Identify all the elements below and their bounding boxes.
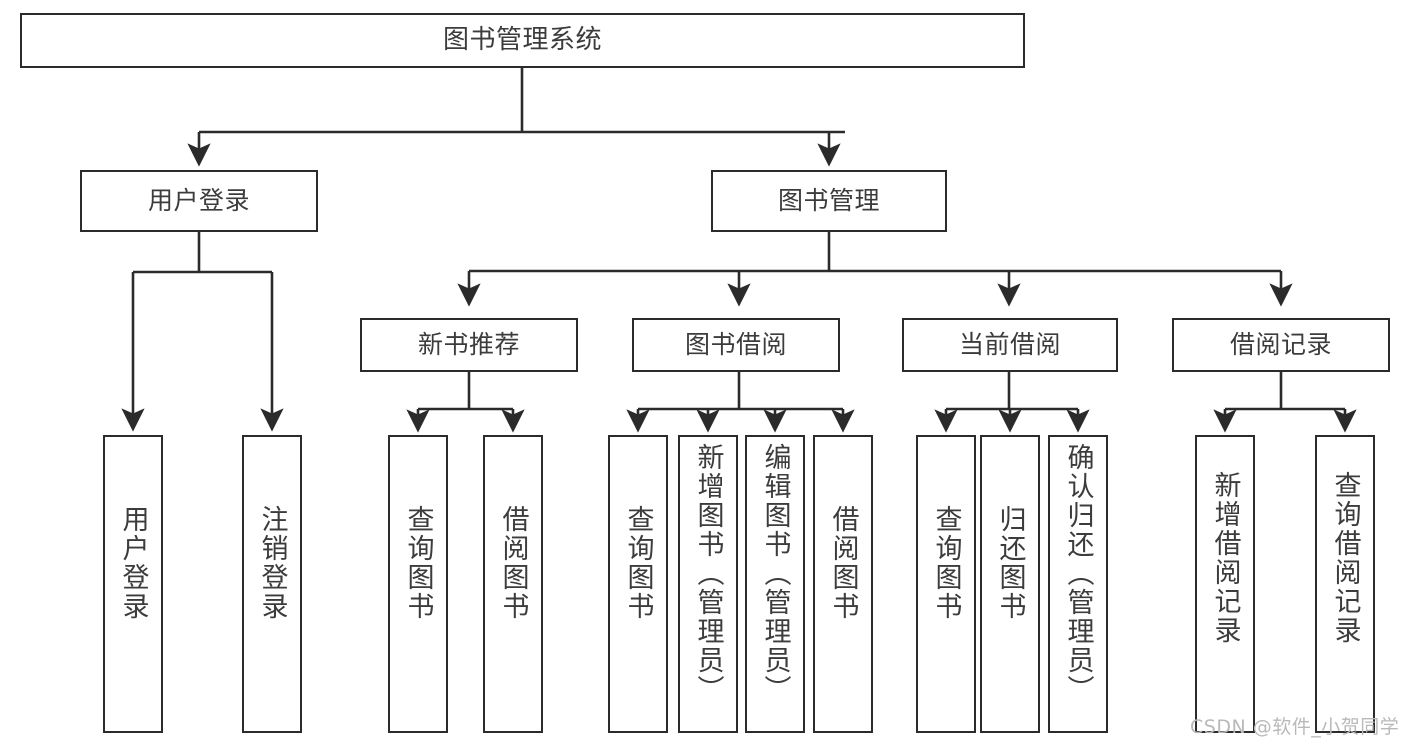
node-label: 用户登录: [117, 505, 149, 621]
node-book-management[interactable]: 图书管理: [711, 170, 947, 232]
leaf-query-book-current[interactable]: 查询图书: [916, 435, 976, 733]
node-label: 借阅图书: [497, 505, 529, 621]
node-label: 当前借阅: [958, 330, 1061, 359]
leaf-return-book[interactable]: 归还图书: [980, 435, 1040, 733]
leaf-query-borrow-record[interactable]: 查询借阅记录: [1315, 435, 1375, 733]
node-book-borrow[interactable]: 图书借阅: [632, 318, 840, 372]
node-label: 借阅图书: [827, 505, 859, 621]
node-label: 借阅记录: [1229, 330, 1332, 359]
node-label: 新增图书（管理员）: [692, 443, 724, 704]
node-user-login[interactable]: 用户登录: [80, 170, 318, 232]
node-label: 新书推荐: [417, 330, 520, 359]
node-label: 查询图书: [622, 505, 654, 621]
node-label: 用户登录: [147, 186, 250, 215]
node-root-system[interactable]: 图书管理系统: [20, 13, 1025, 68]
leaf-logout-login[interactable]: 注销登录: [242, 435, 302, 733]
node-label: 查询借阅记录: [1329, 471, 1361, 645]
node-label: 图书借阅: [684, 330, 787, 359]
leaf-add-borrow-record[interactable]: 新增借阅记录: [1195, 435, 1255, 733]
node-borrow-record[interactable]: 借阅记录: [1172, 318, 1390, 372]
node-label: 查询图书: [930, 505, 962, 621]
node-new-book-recommend[interactable]: 新书推荐: [360, 318, 578, 372]
leaf-borrow-book-borrow[interactable]: 借阅图书: [813, 435, 873, 733]
leaf-user-login[interactable]: 用户登录: [103, 435, 163, 733]
node-current-borrow[interactable]: 当前借阅: [902, 318, 1118, 372]
node-label: 编辑图书（管理员）: [759, 443, 791, 704]
node-label: 注销登录: [256, 505, 288, 621]
leaf-confirm-return-admin[interactable]: 确认归还（管理员）: [1048, 435, 1108, 733]
node-label: 新增借阅记录: [1209, 471, 1241, 645]
node-label: 图书管理: [777, 186, 880, 215]
leaf-borrow-book-new[interactable]: 借阅图书: [483, 435, 543, 733]
leaf-query-book-borrow[interactable]: 查询图书: [608, 435, 668, 733]
csdn-watermark: CSDN @软件_小贺同学: [1190, 716, 1400, 738]
leaf-add-book-admin[interactable]: 新增图书（管理员）: [678, 435, 738, 733]
leaf-edit-book-admin[interactable]: 编辑图书（管理员）: [745, 435, 805, 733]
node-label: 图书管理系统: [442, 24, 602, 55]
node-label: 确认归还（管理员）: [1062, 443, 1094, 704]
node-label: 归还图书: [994, 505, 1026, 621]
leaf-query-book-new[interactable]: 查询图书: [388, 435, 448, 733]
node-label: 查询图书: [402, 505, 434, 621]
